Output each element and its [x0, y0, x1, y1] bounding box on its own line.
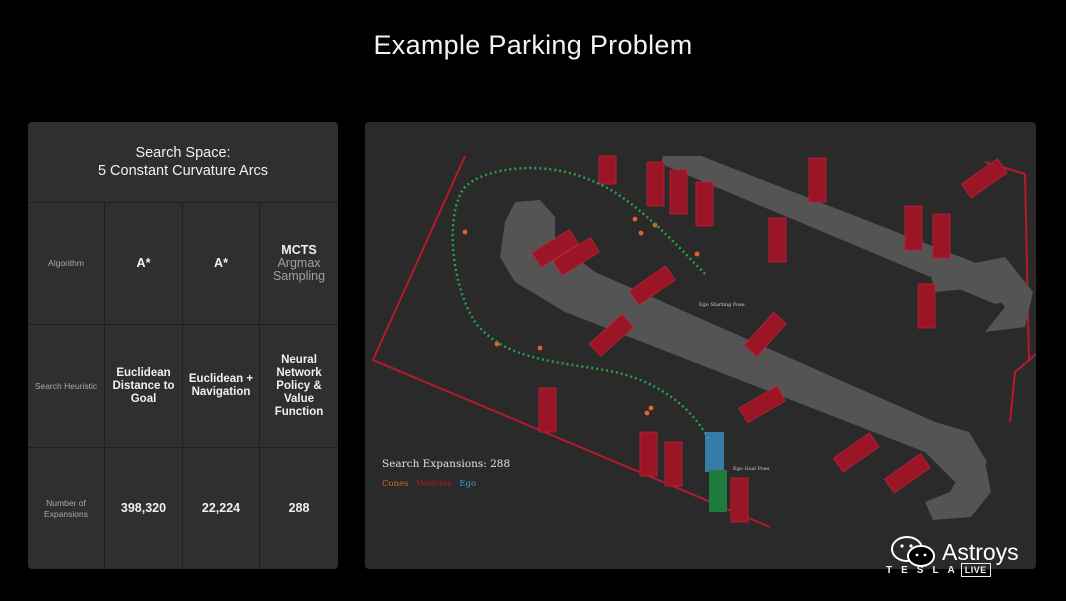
cell-heuristic-2: Euclidean + Navigation — [183, 325, 260, 448]
vehicle — [883, 453, 931, 494]
legend-vehicles: Vehicles — [416, 479, 452, 489]
legend-cones: Cones — [382, 479, 409, 489]
vehicle — [730, 477, 749, 523]
vehicle — [904, 205, 923, 251]
cone — [537, 345, 543, 351]
cell-heuristic-3: Neural Network Policy & Value Function — [260, 325, 338, 448]
vehicle — [743, 311, 787, 357]
row-label-heuristic: Search Heuristic — [28, 325, 105, 448]
vehicle — [664, 441, 683, 487]
ego-goal-pose — [709, 470, 727, 512]
cone — [648, 405, 654, 411]
lot-boundary-right-lower — [1009, 353, 1036, 423]
vehicles — [531, 155, 1008, 523]
ego-start-label: Ego Starting Pose — [699, 302, 745, 308]
cone — [638, 230, 644, 236]
cell-algorithm-1: A* — [105, 203, 183, 325]
vehicle — [588, 313, 634, 357]
live-badge: LIVE — [960, 563, 991, 577]
vehicle — [628, 265, 676, 306]
vehicle — [738, 385, 787, 424]
tesla-live-logo: TESLA LIVE — [886, 563, 991, 577]
vehicle — [552, 237, 600, 276]
lot-boundary — [371, 155, 771, 528]
ego-goal-label: Ego Goal Pose — [733, 466, 770, 472]
legend-ego: Ego — [459, 479, 477, 489]
cone — [494, 341, 500, 347]
brand-name: TESLA — [886, 564, 964, 576]
cone — [632, 216, 638, 222]
cone — [462, 229, 468, 235]
cell-expansions-1: 398,320 — [105, 448, 183, 569]
wechat-icon — [891, 536, 935, 567]
cell-heuristic-1: Euclidean Distance to Goal — [105, 325, 183, 448]
table-grid: Algorithm A* A* MCTS Argmax Sampling Sea… — [28, 203, 338, 569]
cones — [462, 216, 700, 416]
vehicle — [669, 169, 688, 215]
vehicle — [639, 431, 658, 477]
table-header-line2: 5 Constant Curvature Arcs — [97, 163, 269, 179]
vehicle — [932, 213, 951, 259]
watermark: Astroys — [890, 535, 1019, 569]
watermark-text: Astroys — [942, 538, 1019, 565]
table-header: Search Space: 5 Constant Curvature Arcs — [28, 122, 338, 203]
cell-expansions-2: 22,224 — [183, 448, 260, 569]
cell-expansions-3: 288 — [288, 501, 310, 515]
upper-lane — [661, 156, 1029, 304]
table-header-line1: Search Space: — [135, 145, 231, 161]
main-lane — [500, 200, 987, 482]
vehicle — [646, 161, 665, 207]
right-hook — [930, 257, 1033, 332]
vehicle — [531, 229, 579, 268]
comparison-table: Search Space: 5 Constant Curvature Arcs … — [28, 122, 338, 569]
cell-algorithm-2: A* — [183, 203, 260, 325]
vehicle — [538, 387, 557, 433]
vehicle — [832, 432, 880, 473]
vehicle — [695, 181, 714, 227]
vehicle — [598, 155, 617, 185]
simulation-canvas — [371, 155, 1036, 528]
legend: Cones Vehicles Ego — [382, 479, 481, 489]
vehicle — [917, 283, 936, 329]
algorithm-sub: Argmax Sampling — [272, 256, 326, 283]
cell-algorithm-3: MCTS Argmax Sampling — [260, 203, 338, 325]
cone — [694, 251, 700, 257]
vehicle — [960, 158, 1008, 199]
parking-simulation: Search Expansions: 288 Cones Vehicles Eg… — [365, 122, 1036, 569]
row-label-expansions: Number of Expansions — [28, 448, 105, 569]
vehicle — [768, 217, 787, 263]
slide-title: Example Parking Problem — [373, 30, 693, 60]
lower-hook — [925, 442, 991, 520]
vehicle — [808, 157, 827, 203]
ego-start-pose — [705, 432, 724, 472]
row-label-algorithm: Algorithm — [28, 203, 105, 325]
cone — [644, 410, 650, 416]
search-expansions-label: Search Expansions: 288 — [382, 458, 511, 470]
